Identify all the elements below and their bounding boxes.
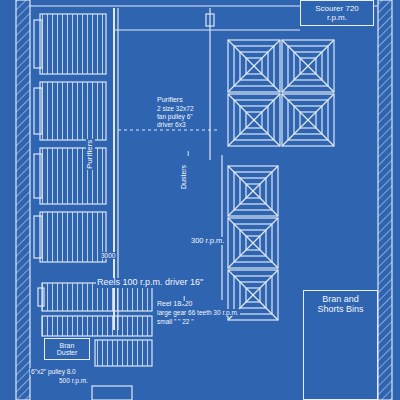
sifters — [228, 40, 334, 320]
purifiers — [34, 14, 106, 262]
sifter — [282, 94, 334, 146]
reels — [38, 283, 152, 400]
bran-duster-box: Bran Duster — [44, 338, 90, 360]
plan-label: driver 6x3 — [156, 121, 187, 128]
cross-shaft — [114, 29, 300, 30]
sifter — [228, 94, 280, 146]
plan-label: Purifiers — [156, 96, 184, 104]
plan-label: Purifiers — [86, 139, 95, 170]
pulley — [206, 14, 214, 26]
plan-label: I — [186, 150, 190, 159]
plan-label: I — [182, 295, 186, 304]
plan-label: small " " 22 " — [156, 318, 195, 325]
vertical-shaft — [209, 8, 210, 160]
sifter — [228, 166, 278, 216]
left-wall — [16, 0, 30, 400]
plan-label: fan pulley 6" — [156, 113, 194, 120]
sifter — [282, 40, 334, 92]
plan-label: 500 r.p.m. — [58, 377, 89, 384]
scourer-box: Scourer 720 r.p.m. — [300, 0, 374, 26]
right-wall — [378, 0, 392, 400]
node-text: Bran and Shorts Bins — [308, 294, 373, 314]
plan-label: Reel 18x20 — [156, 300, 193, 308]
plan-label: 2 size 32x72 — [156, 105, 195, 112]
plan-label: large gear 66 teeth 30 r.p.m. — [156, 309, 240, 316]
plan-label: Dusters — [180, 164, 188, 190]
plan-label: 3000 — [100, 252, 116, 259]
sifter — [228, 40, 280, 92]
node-text: Bran Duster — [49, 342, 85, 356]
plan-label: Reels 100 r.p.m. driver 16" — [96, 278, 204, 288]
plan-label: 300 r.p.m. — [190, 237, 225, 245]
bins-box: Bran and Shorts Bins — [303, 290, 378, 400]
plan-label: 6"x2" pulley 8.0 — [30, 368, 77, 375]
sifter — [228, 218, 278, 268]
vertical-shaft — [221, 155, 222, 300]
node-text: Scourer 720 r.p.m. — [305, 4, 369, 22]
belt — [118, 129, 220, 130]
